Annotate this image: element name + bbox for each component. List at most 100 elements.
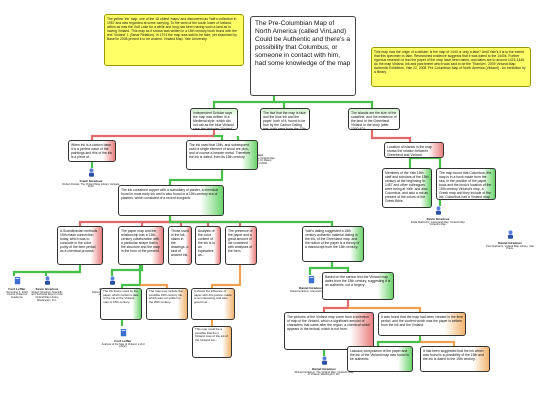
- claim-g4[interactable]: The ink used that 15th- and subsequent, …: [186, 140, 258, 170]
- claim-g2[interactable]: The fact that the map is fake and the bl…: [260, 108, 310, 130]
- book-icon: [120, 329, 126, 337]
- objection-r2-text: Location of islands in the map shows the…: [387, 144, 432, 157]
- caveat-o2[interactable]: It shows the influence of paper with thi…: [191, 288, 235, 320]
- caveat-o2-text: It shows the influence of paper with thi…: [194, 289, 232, 304]
- wire-root-g1: [212, 95, 276, 108]
- claim-g4-text: The ink used that 15th- and subsequent, …: [189, 142, 251, 159]
- objection-r8-text: The pictures of the Vinland map come fro…: [287, 314, 371, 331]
- claim-g6[interactable]: Members of the Yale 15th staff and schol…: [382, 168, 432, 208]
- wire-r4-o1: [140, 283, 169, 288]
- source-kevin-name: Kevin Giradoux: [426, 216, 450, 221]
- note-left-text: The yellow 'ink' map, one of the 15 olde…: [107, 16, 237, 41]
- wire-g5-r4: [140, 220, 170, 226]
- caveat-o5[interactable]: It has been suggested that the ink which…: [420, 346, 490, 372]
- objection-r4[interactable]: The paper map and the relationship has a…: [118, 226, 164, 265]
- source-right-desc: Paul Duchamp, Vinland Map Library, Yale …: [486, 244, 534, 251]
- caveat-o3[interactable]: This map could be a possible that from V…: [192, 326, 232, 358]
- wire-g3-r2: [370, 130, 412, 142]
- wire-g1-g4: [214, 134, 224, 140]
- claim-g11[interactable]: Lascaux composition of the paper and the…: [347, 346, 413, 372]
- wire-g10-o4: [348, 306, 422, 312]
- objection-r3[interactable]: A Scandinavian methods 15th made connect…: [57, 226, 103, 265]
- source-right[interactable]: Daniel Giradoux Paul Duchamp, Vinland Ma…: [486, 230, 534, 251]
- wire-r2-g7: [410, 156, 442, 168]
- claim-g9-text: The ink that is used by the paper, which…: [103, 289, 139, 304]
- claim-g7[interactable]: The map found that Columbus, the map is …: [436, 168, 496, 200]
- wire-r7-o2: [210, 265, 242, 288]
- claim-g6-text: Members of the Yale 15th staff and schol…: [385, 170, 429, 203]
- objection-r4-text: The paper map and the relationship has a…: [121, 228, 160, 253]
- caveat-o4[interactable]: It was found that the map had been creat…: [378, 312, 466, 336]
- source-bottom-desc: Richard Giradoux. The Vinland Map: Vinla…: [294, 370, 354, 377]
- claim-g7-text: The map found that Columbus, the map is …: [439, 170, 492, 199]
- caveat-o5-text: It has been suggested that the ink which…: [423, 348, 484, 361]
- person-icon: [109, 276, 115, 285]
- source-daniel-desc: Daniel Giradoux, Chemistry Journal.: [290, 289, 332, 293]
- source-row-2[interactable]: Kevin Giradoux Robert Giradoux. Scientif…: [30, 276, 64, 303]
- source-row-4-name: Ford Leffler: [114, 338, 132, 343]
- source-dunlap-name: Frank Giradoux: [79, 178, 103, 183]
- person-icon: [507, 230, 513, 239]
- source-bottom[interactable]: Daniel Giradoux Richard Giradoux. The Vi…: [294, 356, 354, 377]
- source-bottom-name: Daniel Giradoux: [312, 366, 336, 371]
- root-claim[interactable]: The Pre-Columbian Map of North America (…: [250, 16, 356, 96]
- wire-root-g3: [284, 100, 374, 108]
- objection-r6[interactable]: Analysis of the color content of the ink…: [195, 226, 221, 265]
- objection-r6-text: Analysis of the color content of the ink…: [198, 228, 216, 257]
- book-icon: [14, 277, 20, 285]
- source-row-1-name: Ford Leffler: [8, 286, 26, 291]
- claim-g11-text: Lascaux composition of the paper and the…: [350, 348, 410, 361]
- note-right-text: This map now the origin of a debate; is …: [374, 49, 526, 74]
- objection-r1[interactable]: When ink is a carbon base it is a perfec…: [68, 140, 116, 162]
- claim-g3[interactable]: The islands are the size of the coastlin…: [348, 108, 400, 130]
- objection-r3-text: A Scandinavian methods 15th made connect…: [60, 228, 98, 253]
- source-right-name: Daniel Giradoux: [498, 240, 522, 245]
- wire-o4-o5: [420, 340, 456, 346]
- person-icon: [321, 356, 327, 365]
- objection-r5-text: Those used in the ink, stains in the dra…: [171, 228, 189, 257]
- note-right[interactable]: This map now the origin of a debate; is …: [371, 47, 531, 87]
- note-left[interactable]: The yellow 'ink' map, one of the 15 olde…: [104, 14, 244, 66]
- claim-g8-text: Yale's dating suggested a 15th century a…: [305, 228, 360, 249]
- caveat-o4-text: It was found that the map had been creat…: [381, 314, 463, 327]
- book-icon: [308, 276, 314, 284]
- person-icon: [435, 206, 441, 215]
- caveat-o3-text: This map could be a possible that from V…: [195, 327, 228, 342]
- claim-g8[interactable]: Yale's dating suggested a 15th century a…: [302, 226, 364, 262]
- source-kevin[interactable]: Kevin Giradoux Zelda Malbrecht. Greenlan…: [410, 206, 466, 227]
- claim-g10[interactable]: Based on the carbon test the Vinland map…: [322, 272, 394, 300]
- wire-g5-g8: [168, 216, 334, 226]
- claim-g9[interactable]: The ink that is used by the paper, which…: [100, 288, 142, 320]
- wire-g8-g10: [330, 262, 350, 272]
- claim-g1[interactable]: Independent Scholar says the map was wri…: [190, 108, 238, 130]
- caveat-o1[interactable]: The map may include the possible 15th ce…: [146, 288, 188, 320]
- objection-r2[interactable]: Location of islands in the map shows the…: [384, 142, 444, 158]
- claim-g1-text: Independent Scholar says the map was wri…: [193, 110, 235, 130]
- source-row-4-desc: Analysis of the Map of Vinland, a 2nd Li…: [101, 342, 145, 349]
- objection-r7-text: The presence of the paper and a great am…: [228, 228, 253, 253]
- wire-g8-src: [308, 266, 332, 275]
- claim-g5-text: The ink contained copper with a subsidia…: [121, 187, 218, 200]
- objection-r7[interactable]: The presence of the paper and a great am…: [225, 226, 257, 265]
- objection-r8[interactable]: The pictures of the Vinland map come fro…: [284, 312, 374, 350]
- root-claim-text: The Pre-Columbian Map of North America (…: [255, 20, 351, 67]
- wire-r4-src: [110, 265, 144, 276]
- person-icon: [88, 168, 94, 177]
- source-row-4[interactable]: Ford Leffler Analysis of the Map of Vinl…: [100, 328, 146, 349]
- source-daniel[interactable]: Daniel Giradoux Daniel Giradoux, Chemist…: [284, 275, 338, 293]
- claim-g3-text: The islands are the size of the coastlin…: [351, 110, 397, 130]
- source-row-1[interactable]: Ford Leffler December 1, 2010 Journal Vi…: [2, 276, 32, 300]
- wire-g1-r1: [90, 130, 216, 140]
- wire-g4-g5: [168, 170, 224, 185]
- wire-g10-r8: [322, 300, 350, 312]
- source-row-1-desc: December 1, 2010 Journal Vinland of Acad…: [6, 290, 28, 300]
- source-dunlap[interactable]: Frank Giradoux Robert Dunlap. The Vinlan…: [62, 168, 120, 189]
- person-icon: [44, 276, 50, 285]
- source-row-2-desc: Robert Giradoux. Scientific and Technica…: [31, 290, 63, 303]
- objection-r5[interactable]: Those used in the ink, stains in the dra…: [168, 226, 192, 265]
- wire-r3-src2: [44, 270, 80, 276]
- claim-g5[interactable]: The ink contained copper with a subsidia…: [118, 185, 224, 216]
- source-dunlap-desc: Robert Dunlap. The Vinland Map Library. …: [62, 182, 120, 189]
- objection-r1-text: When ink is a carbon base it is a perfec…: [71, 142, 113, 159]
